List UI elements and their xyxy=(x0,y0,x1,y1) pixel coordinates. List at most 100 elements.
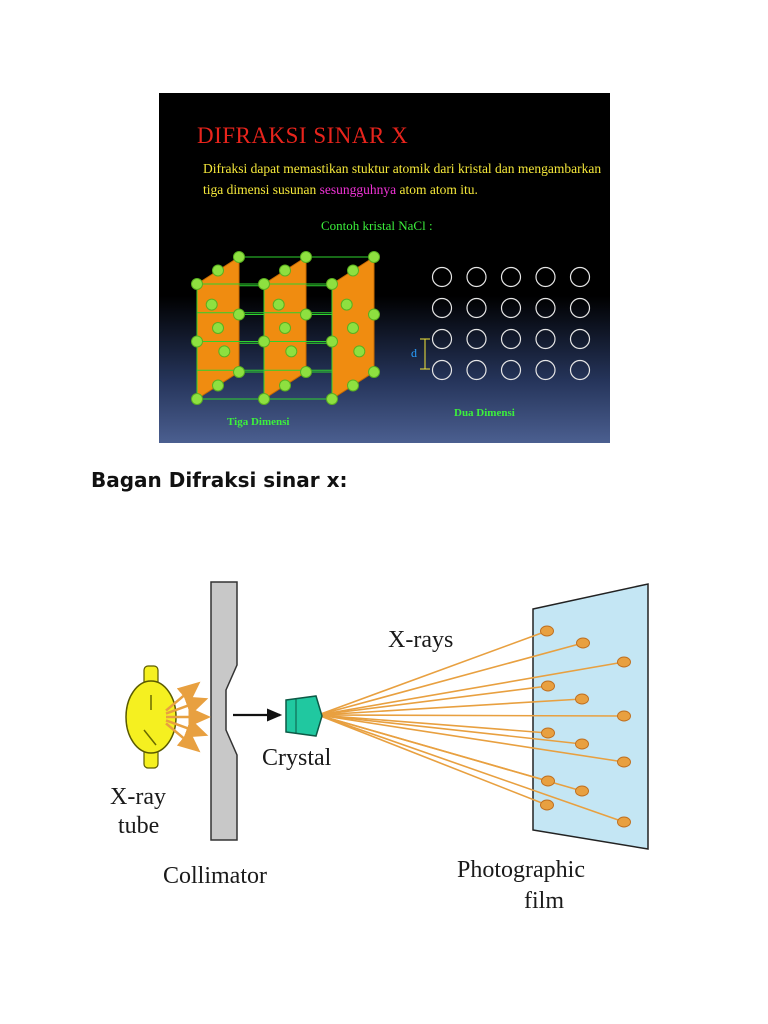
diffraction-spot xyxy=(575,738,589,750)
xray-beam xyxy=(317,630,548,716)
atom-dot xyxy=(191,278,203,290)
atom-2d-circle xyxy=(500,359,522,381)
atom-2d-circle xyxy=(535,297,556,319)
slide-image: DIFRAKSI SINAR X Difraksi dapat memastik… xyxy=(159,93,610,443)
diffraction-spot xyxy=(617,756,631,768)
diffraction-spot xyxy=(540,799,554,811)
tube-ray xyxy=(165,681,201,712)
label-collimator: Collimator xyxy=(163,863,267,889)
atom-dot xyxy=(300,366,312,378)
atom-2d-circle xyxy=(431,266,453,288)
atom-dot xyxy=(347,379,359,392)
atom-dot xyxy=(233,366,245,378)
atom-2d-circle xyxy=(466,266,487,288)
atom-dot xyxy=(233,308,245,321)
label-tiga-dimensi: Tiga Dimensi xyxy=(227,416,290,428)
label-xray-tube-line2: tube xyxy=(118,813,160,839)
atom-2d-circle xyxy=(500,328,522,350)
diffraction-spot xyxy=(541,680,555,692)
atom-dot xyxy=(326,393,338,405)
atom-2d-circle xyxy=(535,266,556,288)
atom-2d-circle xyxy=(466,359,487,381)
atom-dot xyxy=(368,251,380,263)
diffraction-spot xyxy=(540,625,554,637)
atom-dot xyxy=(347,322,359,334)
slide-title: DIFRAKSI SINAR X xyxy=(197,123,409,148)
xray-beam xyxy=(317,714,548,806)
atom-2d-circle xyxy=(466,297,487,319)
diffraction-spot xyxy=(617,656,631,668)
atom-dot xyxy=(300,308,312,321)
xray-beam xyxy=(317,714,625,823)
label-xray-tube-line1: X-ray xyxy=(110,784,166,810)
atom-2d-circle xyxy=(569,266,591,288)
atom-2d-circle xyxy=(569,297,591,319)
atom-dot xyxy=(353,345,366,358)
atom-dot xyxy=(258,278,270,290)
tube-electrode xyxy=(143,729,157,746)
atom-dot xyxy=(218,345,231,358)
tube-ray xyxy=(165,722,201,753)
tube-ray xyxy=(165,696,209,716)
atom-dot xyxy=(279,322,291,334)
atom-2d-circle xyxy=(535,359,556,381)
diffraction-spot xyxy=(541,775,555,787)
atom-dot xyxy=(212,322,224,334)
body-text-highlight: sesungguhnya xyxy=(319,182,397,197)
atom-2d-circle xyxy=(466,328,487,350)
atom-2d-circle xyxy=(569,359,591,381)
atom-dot xyxy=(212,379,224,392)
atom-dot xyxy=(233,251,245,263)
atom-2d-circle xyxy=(535,328,556,350)
diffraction-spot xyxy=(575,693,589,705)
crystal-shape xyxy=(285,695,323,737)
section-heading: Bagan Difraksi sinar x: xyxy=(91,468,348,492)
label-spacing-d: d xyxy=(411,346,417,360)
atom-dot xyxy=(191,335,203,348)
xray-beam xyxy=(317,714,549,734)
diffraction-spot xyxy=(617,710,631,722)
xray-beam xyxy=(317,685,549,716)
atom-2d-circle xyxy=(431,328,453,350)
atom-dot xyxy=(326,278,338,290)
slide-subtitle: Contoh kristal NaCl : xyxy=(321,218,433,233)
label-film-line1: Photographic xyxy=(457,857,585,883)
slide-body-text: Difraksi dapat memastikan stuktur atomik… xyxy=(203,158,603,200)
xray-beam xyxy=(317,714,583,792)
xray-beam xyxy=(317,642,584,716)
atom-dot xyxy=(285,345,298,358)
body-text-part1: Difraksi dapat memastikan stuktur atomik… xyxy=(203,161,602,197)
xray-diffraction-diagram: X-rays Crystal X-ray tube Collimator Pho… xyxy=(100,570,680,930)
atom-dot xyxy=(258,335,270,348)
atom-dot xyxy=(368,308,380,321)
atom-2d-circle xyxy=(569,328,591,350)
body-text-part2: atom atom itu. xyxy=(396,182,478,197)
diffraction-spot xyxy=(576,637,590,649)
nacl-crystal-illustration xyxy=(191,251,591,405)
atom-dot xyxy=(326,335,338,348)
atom-2d-circle xyxy=(500,297,522,319)
atom-2d-circle xyxy=(500,266,522,288)
label-film-line2: film xyxy=(524,888,564,914)
atom-2d-circle xyxy=(431,359,453,381)
diagram-graphic xyxy=(125,581,649,850)
atom-dot xyxy=(300,251,312,263)
xray-beam xyxy=(317,714,625,717)
atom-dot xyxy=(340,298,353,311)
atom-2d-circle xyxy=(431,297,453,319)
atom-dot xyxy=(258,393,270,405)
label-crystal: Crystal xyxy=(262,745,332,771)
atom-dot xyxy=(191,393,203,405)
atom-dot xyxy=(205,298,218,311)
atom-dot xyxy=(272,298,285,311)
atom-dot xyxy=(279,379,291,392)
atom-dot xyxy=(279,264,291,277)
xray-beam xyxy=(317,714,625,763)
atom-dot xyxy=(368,366,380,378)
collimator-plate xyxy=(210,581,238,841)
xray-beam xyxy=(317,698,583,716)
atom-dot xyxy=(347,264,359,277)
diffraction-spot xyxy=(617,816,631,828)
label-xrays: X-rays xyxy=(388,627,454,653)
label-dua-dimensi: Dua Dimensi xyxy=(454,407,515,419)
